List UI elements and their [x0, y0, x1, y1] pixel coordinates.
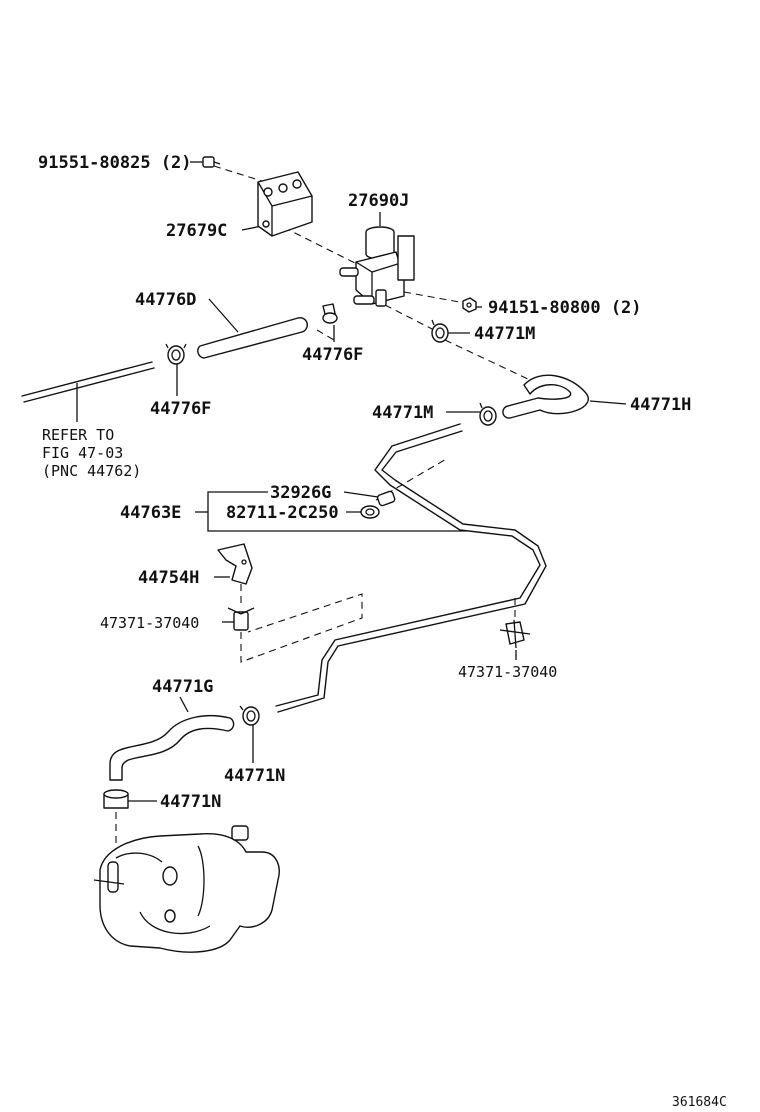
label-note-line2: FIG 47-03	[42, 444, 123, 462]
vsv-part	[339, 226, 415, 307]
clamp-m1-part	[431, 319, 449, 343]
label-32926: 32926G	[270, 483, 331, 503]
hose-d-part	[197, 317, 308, 359]
clamp-n2-part	[103, 789, 129, 809]
fitting-82711-part	[360, 505, 380, 519]
clip-f-left-part	[165, 343, 187, 365]
hose-g-part	[109, 715, 235, 781]
figure-id: 361684C	[672, 1095, 727, 1110]
clip-f-top-part	[322, 303, 338, 324]
label-hose-d: 44776D	[135, 290, 196, 310]
label-note-line1: REFER TO	[42, 426, 114, 444]
label-hose-g: 44771G	[152, 677, 213, 697]
label-82711: 82711-2C250	[226, 503, 339, 523]
label-47371-left: 47371-37040	[100, 614, 199, 632]
bolt-part	[202, 156, 221, 168]
clamp-47371-right-part	[499, 619, 531, 649]
label-hose-h: 44771H	[630, 395, 691, 415]
label-note-line3: (PNC 44762)	[42, 462, 141, 480]
connector-32926-part	[376, 490, 396, 507]
label-nut: 94151-80800 (2)	[488, 298, 642, 318]
vacuum-pump-part	[93, 825, 280, 953]
label-clamp-m1: 44771M	[474, 324, 535, 344]
label-vsv: 27690J	[348, 191, 409, 211]
label-clamp-n2: 44771N	[160, 792, 221, 812]
nut-part	[462, 297, 477, 313]
leader-lines	[76, 161, 627, 802]
label-47371-right: 47371-37040	[458, 663, 557, 681]
label-44754: 44754H	[138, 568, 199, 588]
bracket-44754-part	[217, 543, 253, 585]
clamp-n1-part	[239, 705, 260, 726]
label-bolt: 91551-80825 (2)	[38, 153, 192, 173]
hose-h-part	[502, 374, 589, 419]
labels: 91551-80825 (2) 27679C 27690J 94151-8080…	[38, 153, 727, 1110]
label-clamp-n1: 44771N	[224, 766, 285, 786]
refer-line-part	[21, 361, 155, 403]
label-bracket: 27679C	[166, 221, 227, 241]
label-44763: 44763E	[120, 503, 181, 523]
clamp-m2-part	[479, 402, 497, 426]
label-clip-f-left: 44776F	[150, 399, 211, 419]
bracket-part	[257, 171, 313, 237]
label-clip-f-top: 44776F	[302, 345, 363, 365]
label-clamp-m2: 44771M	[372, 403, 433, 423]
clamp-47371-left-part	[227, 607, 255, 631]
vacuum-pipe-part	[275, 423, 547, 713]
